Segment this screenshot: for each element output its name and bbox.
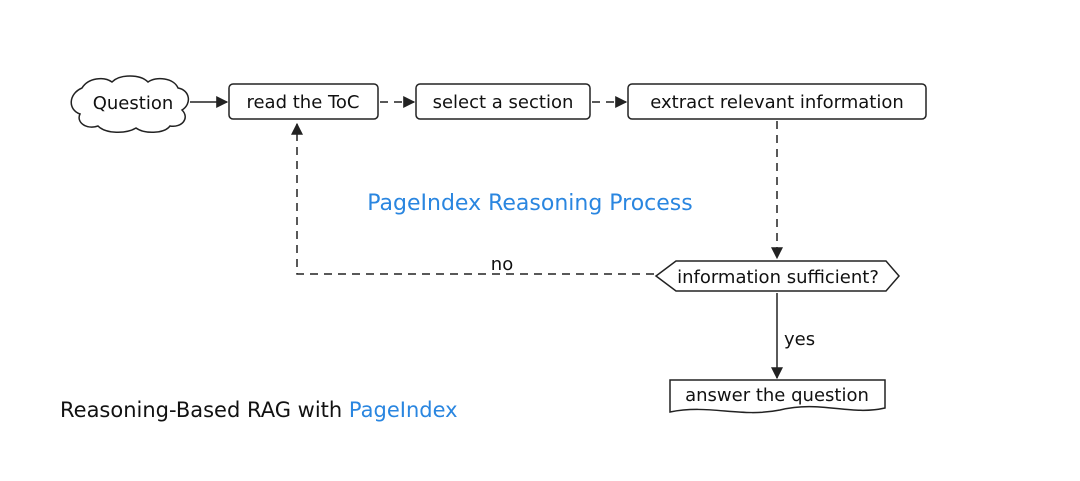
read-toc-node: read the ToC [228, 83, 379, 120]
extract-label: extract relevant information [650, 92, 904, 113]
select-section-box [415, 83, 591, 120]
footer-highlight: PageIndex [349, 398, 458, 422]
decision-node: information sufficient? [654, 260, 900, 292]
select-section-node: select a section [415, 83, 591, 120]
cloud-shape [70, 75, 190, 133]
decision-shape [654, 260, 900, 292]
label-yes: yes [784, 329, 815, 350]
arrow-no-loop [291, 122, 654, 275]
question-label: Question [93, 93, 174, 114]
footer-caption: Reasoning-Based RAG with PageIndex [60, 398, 458, 422]
label-no: no [491, 254, 513, 275]
select-section-label: select a section [433, 92, 574, 113]
read-toc-label: read the ToC [246, 92, 359, 113]
extract-node: extract relevant information [627, 83, 927, 120]
read-toc-box [228, 83, 379, 120]
extract-box [627, 83, 927, 120]
answer-shape [669, 379, 886, 414]
answer-node: answer the question [669, 379, 886, 414]
footer-prefix: Reasoning-Based RAG with [60, 398, 349, 422]
process-title: PageIndex Reasoning Process [367, 191, 692, 216]
decision-label: information sufficient? [677, 267, 879, 288]
question-cloud-node: Question [70, 75, 190, 133]
answer-label: answer the question [685, 385, 869, 406]
